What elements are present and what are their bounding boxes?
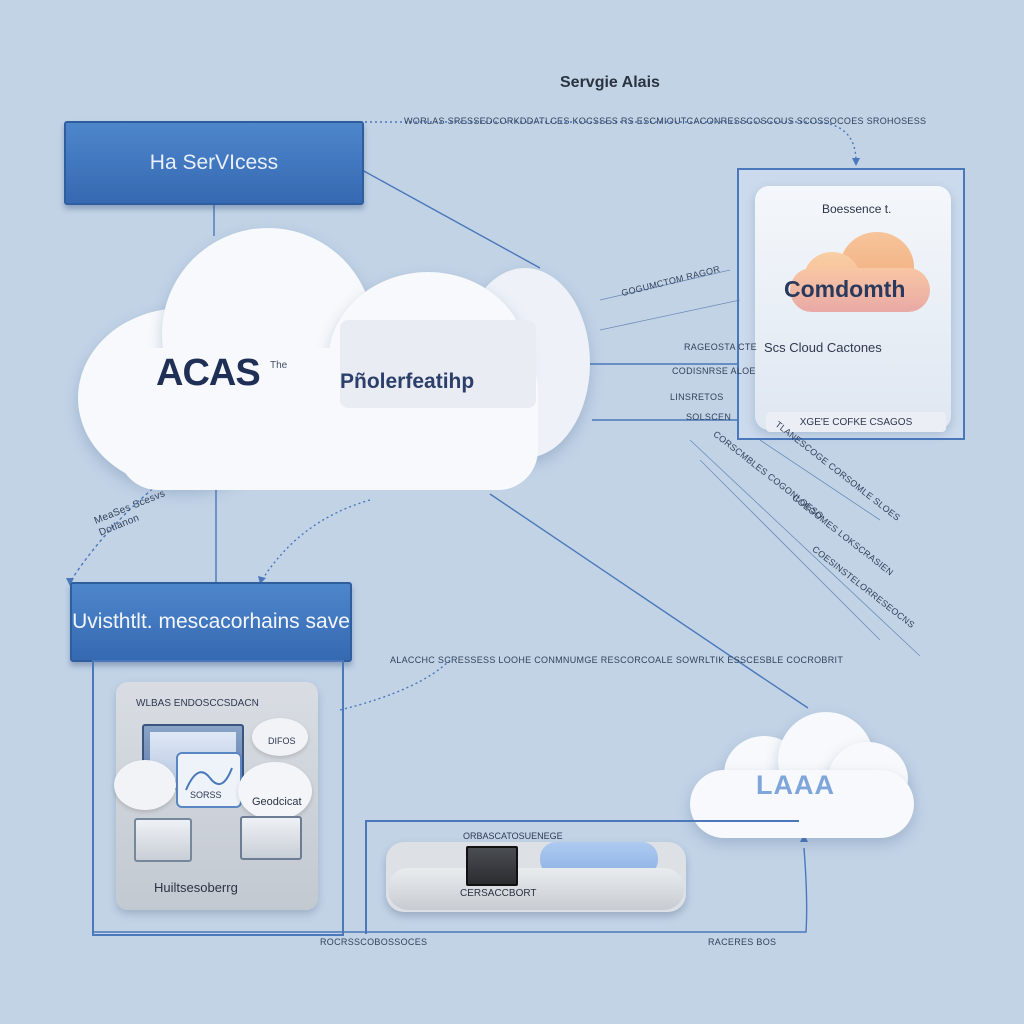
bottom-center-base [388,868,684,910]
right-card-footer: XGE'E COFKE CSAGOS [766,412,946,432]
network-map-label: SORSS [190,790,222,800]
edge-label-right-3: CODISNRSE ALOE [672,366,756,376]
top-caption: WORLAS SRESSEDCORKDDATLCES KOCSSES RS ES… [404,116,927,126]
connector-cloud-diag [489,493,809,709]
bottom-caption-left: ROCRSSCOBOSSOCES [320,937,428,947]
cloud-word-primary: ACAS [156,352,261,394]
edge-label-right-5: SOLSCEN [686,412,732,422]
right-card-footer-label: XGE'E COFKE CSAGOS [799,416,913,428]
small-cloud-right-icon [238,762,312,820]
bottom-left-card-footer: Huiltsesoberrg [154,880,238,895]
server-icon-left [134,818,192,862]
connector-bl-mid [339,659,451,711]
laaa-cloud[interactable] [688,712,916,840]
visualization-banner[interactable]: Uvisthtlt. mescacorhains save [70,582,352,662]
visualization-banner-label: Uvisthtlt. mescacorhains save [72,610,350,633]
cloud-card-label: Scs Cloud Cactones [764,340,882,355]
monitor-label: CERSACCBORT [460,888,537,899]
bottom-caption-right: RACERES BOS [708,937,777,947]
edge-label-right-4: LINSRETOS [670,392,724,402]
connector-bottom-frame [92,847,808,933]
laaa-cloud-label: LAAA [756,770,835,800]
services-banner[interactable]: Ha SerVIcess [64,121,364,205]
bottom-left-frame [92,660,344,936]
connector-banner-to-cloud [361,169,541,269]
network-map-icon [176,752,242,808]
mid-caption: ALACCHC SCRESSESS LOOHE CONMNUMGE RESCOR… [390,655,844,665]
small-cloud-top-label: DIFOS [268,736,296,746]
services-banner-label: Ha SerVIcess [149,151,279,174]
orange-cloud-icon [780,228,930,318]
connector-top-dotted [360,121,857,161]
small-cloud-right-label: Geodcicat [252,796,302,808]
bottom-left-card-title: WLBAS ENDOSCCSDACN [136,698,259,709]
edge-label-right-2: RAGEOSTA CTE [684,342,757,352]
bottom-center-frame [365,820,799,934]
small-cloud-top-icon [252,718,308,756]
bottom-center-top-label: ORBASCATOSUENEGE [463,831,563,841]
connector-cloud-bezier [261,499,371,581]
monitor-icon [466,846,518,886]
main-cloud[interactable] [78,228,598,498]
diagram-title: Servgie Alais [560,74,660,91]
right-card-title: Boessence t. [822,202,892,216]
orange-cloud-label: Comdomth [784,276,906,302]
cloud-word-secondary: Pñolerfeatihp [340,370,475,393]
small-cloud-left-icon [114,760,176,810]
server-icon-right [240,816,302,860]
cloud-word-superscript: The [270,360,288,371]
